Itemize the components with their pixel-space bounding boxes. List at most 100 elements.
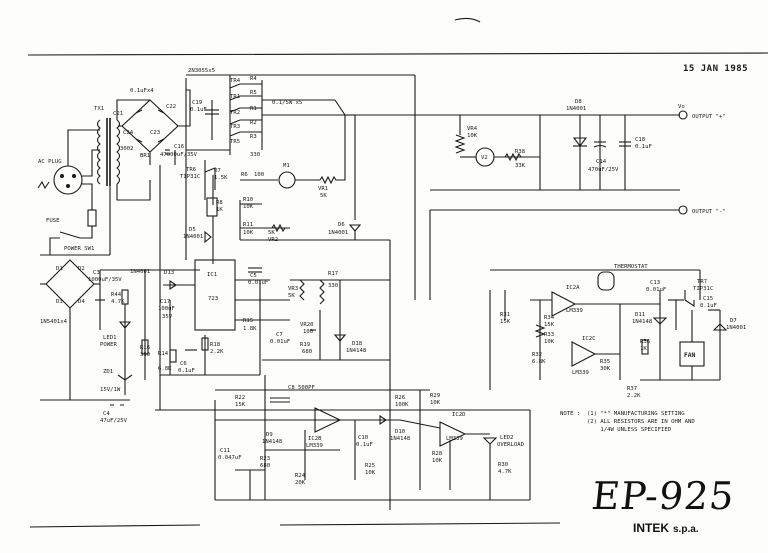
label-c23: C23 [150,130,160,136]
label-ic2d-part: LM339 [446,436,463,442]
label-c13: C13 [650,280,660,286]
label-q-2n3055: 2N3055x5 [188,68,215,74]
label-thermostat: THERMOSTAT [614,264,648,270]
label-r29: R29 [430,393,440,399]
label-tr1: TR1 [230,94,240,100]
label-br1: BR1 [140,153,150,159]
note-line-2: (2) ALL RESISTORS ARE IN OHM AND [560,419,695,425]
output-plus-terminal [678,110,688,120]
label-c10-val: 0.1uF [356,442,373,448]
label-r15-val: 1.8K [243,326,257,332]
label-ac-plug: AC PLUG [38,159,62,165]
label-r26-val: 100K [395,402,409,408]
tx1-primary-coil [96,119,101,185]
aux-supply-bridge [40,254,200,406]
label-r18-val: 2.2K [210,349,224,355]
label-r34: R34 [544,315,555,321]
label-r7-val: 1.5K [214,175,228,181]
label-c8: C8 [288,385,295,391]
label-r29-val: 10K [430,400,441,406]
label-c18: C18 [635,137,646,143]
driver-section [204,75,416,510]
label-c4-val: 47uF/25V [100,418,128,424]
label-d7: D7 [730,318,737,324]
label-r1: R1 [250,106,257,112]
label-vr3: VR3 [288,286,298,292]
ac-input-section [37,99,151,255]
label-c15: C15 [703,296,713,302]
label-c16: C16 [174,144,184,150]
label-r31: R31 [500,312,510,318]
label-tr7: TR7 [697,279,707,285]
current-limit-section [262,279,390,361]
label-d13: D13 [164,270,174,276]
label-r24: R24 [295,473,306,479]
label-r23: R23 [260,456,270,462]
label-d18: D18 [352,341,363,347]
label-r8: R8 [216,200,223,206]
label-d5-part: 1N4001 [183,234,203,240]
label-r16: R16 [140,345,150,351]
label-d18-part: 1N4148 [346,348,367,354]
label-r10-val: 10K [243,204,254,210]
label-c19-val: 0.1uF [190,107,207,113]
label-vr20: VR20 [300,322,313,328]
component-labels: TX1 AC PLUG FUSE POWER SW1 0.1uFx4 C21 C… [38,68,746,486]
bridge-br1 [118,74,415,260]
label-br1-part: 3002 [120,146,133,152]
output-section [262,110,688,300]
label-r17-val: 330 [328,283,338,289]
label-fan: FAN [684,352,695,359]
label-r11: R11 [243,222,253,228]
label-c15-val: 0.1uF [700,303,717,309]
label-r23-val: 680 [260,463,270,469]
label-r35: R35 [600,359,610,365]
label-c6: C6 [180,361,187,367]
label-c24: C24 [123,130,134,136]
note-line-3: 1/4W UNLESS SPECIFIED [560,427,672,433]
label-r5: R5 [250,90,257,96]
label-led1-name: POWER [100,342,117,348]
brand-suffix: s.p.a. [673,524,699,535]
ac-plug-symbol [53,165,83,195]
label-zd1-val: 15V/1W [100,387,121,393]
label-r32: R32 [532,352,542,358]
label-c3-val: 1000uF/35V [88,277,122,283]
ic2d-opamp [439,421,467,447]
label-r33-val: 10K [544,339,555,345]
label-r16-val: 390 [140,352,150,358]
label-ic2d: IC2D [452,412,466,418]
thermostat-sensor [597,271,615,291]
label-c19: C19 [192,100,202,106]
tx1-secondary-coil [116,119,121,185]
label-r31-val: 15K [500,319,511,325]
label-ic1: IC1 [207,272,217,278]
label-d8: D8 [575,99,582,105]
label-r22: R22 [235,395,245,401]
label-ic2b: IC2B [308,436,322,442]
label-r6: R6 [241,172,248,178]
label-r25: R25 [365,463,375,469]
label-r22-val: 15K [235,402,246,408]
label-m1: M1 [283,163,290,169]
label-led2: LED2 [500,435,513,441]
label-d9: D9 [266,432,273,438]
label-r37-val: 2.2K [627,393,641,399]
brand-name: INTEK [633,521,669,535]
model-handwritten: EP-925 [589,474,737,518]
label-vr2-val: 5K [268,230,275,236]
label-ic2c-part: LM339 [572,370,589,376]
label-r44: R44 [111,292,122,298]
label-d8-part: 1N4001 [566,106,586,112]
label-r30: R30 [498,462,508,468]
label-r2: R2 [250,120,257,126]
ic2a-opamp [551,291,577,317]
label-c10: C10 [358,435,368,441]
overload-section [155,375,531,501]
label-r28: R28 [432,451,443,457]
label-d2: D2 [78,266,85,272]
label-c6-val: 0.1uF [178,368,195,374]
label-vr4: VR4 [467,126,478,132]
label-r26: R26 [395,395,405,401]
